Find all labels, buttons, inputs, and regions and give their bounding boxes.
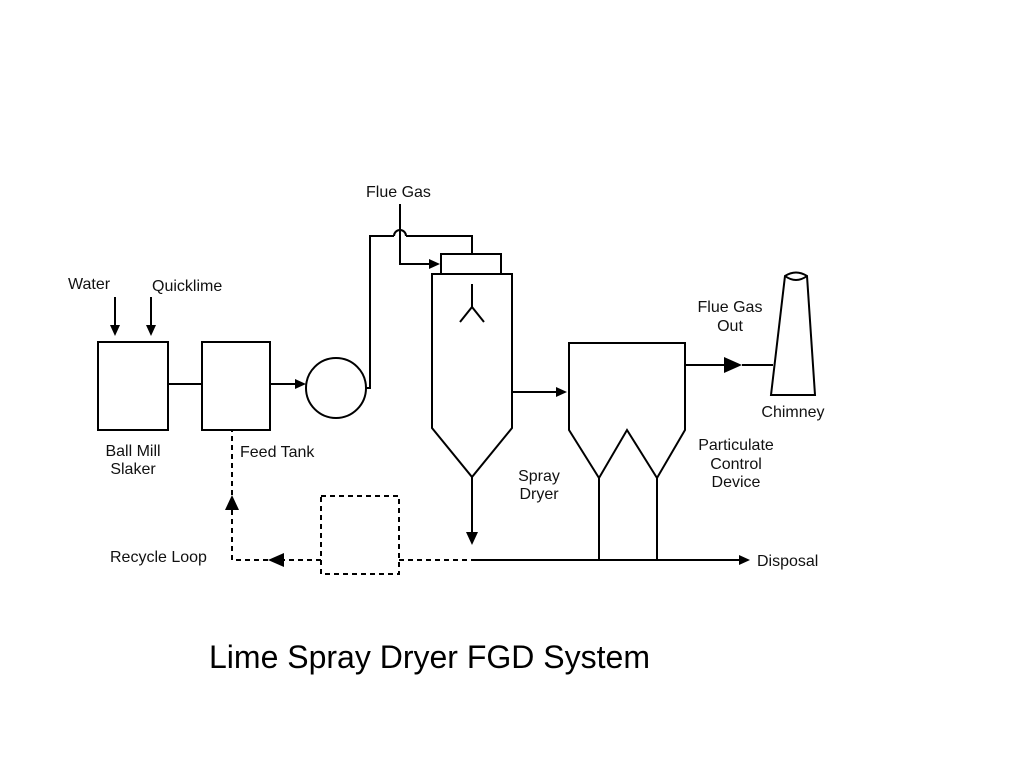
diagram-title: Lime Spray Dryer FGD System <box>209 639 650 675</box>
flue-gas-label: Flue Gas <box>366 184 431 201</box>
feed-tank-box <box>201 341 271 431</box>
recycle-box <box>320 495 400 575</box>
flue-gas-inlet-line <box>399 204 430 265</box>
pcd-label-2: Control <box>710 456 762 473</box>
flue-gas-inlet-arrowhead <box>429 259 440 269</box>
flue-gas-out-label-2: Out <box>717 318 743 335</box>
dryer-to-pcd-arrowhead <box>556 387 567 397</box>
pump-circle <box>305 357 367 419</box>
recycle-loop-label: Recycle Loop <box>110 549 207 566</box>
ball-mill-label: Ball Mill <box>105 443 160 460</box>
spray-dryer-head <box>440 253 502 275</box>
recycle-up-line <box>231 510 268 561</box>
chimney-top <box>784 275 808 281</box>
pcd-label-3: Device <box>712 474 761 491</box>
tank-to-pump-arrowhead <box>295 379 306 389</box>
recycle-up-arrowhead <box>225 495 239 510</box>
chimney-label: Chimney <box>761 404 824 421</box>
feed-tank-label: Feed Tank <box>240 444 315 461</box>
pcd-vessel <box>568 342 686 480</box>
water-label: Water <box>68 276 111 293</box>
water-arrowhead <box>110 325 120 336</box>
chimney-stack <box>769 271 817 396</box>
ball-mill-slaker-box <box>97 341 169 431</box>
pcd-label-1: Particulate <box>698 437 774 454</box>
spray-label: Spray <box>518 468 560 485</box>
atomizer-nozzle <box>459 305 485 323</box>
slaker-label: Slaker <box>110 461 156 478</box>
dryer-label: Dryer <box>519 486 559 503</box>
quicklime-arrowhead <box>146 325 156 336</box>
slurry-to-dryer-line <box>406 235 473 254</box>
spray-dryer-vessel <box>431 273 513 479</box>
flue-gas-out-label-1: Flue Gas <box>698 299 763 316</box>
recycle-left-arrowhead <box>268 553 284 567</box>
flue-gas-out-arrowhead <box>724 357 742 373</box>
disposal-arrowhead <box>739 555 750 565</box>
disposal-label: Disposal <box>757 553 818 570</box>
dryer-bottom-arrowhead <box>466 532 478 545</box>
quicklime-label: Quicklime <box>152 278 222 295</box>
slurry-line <box>366 235 394 389</box>
